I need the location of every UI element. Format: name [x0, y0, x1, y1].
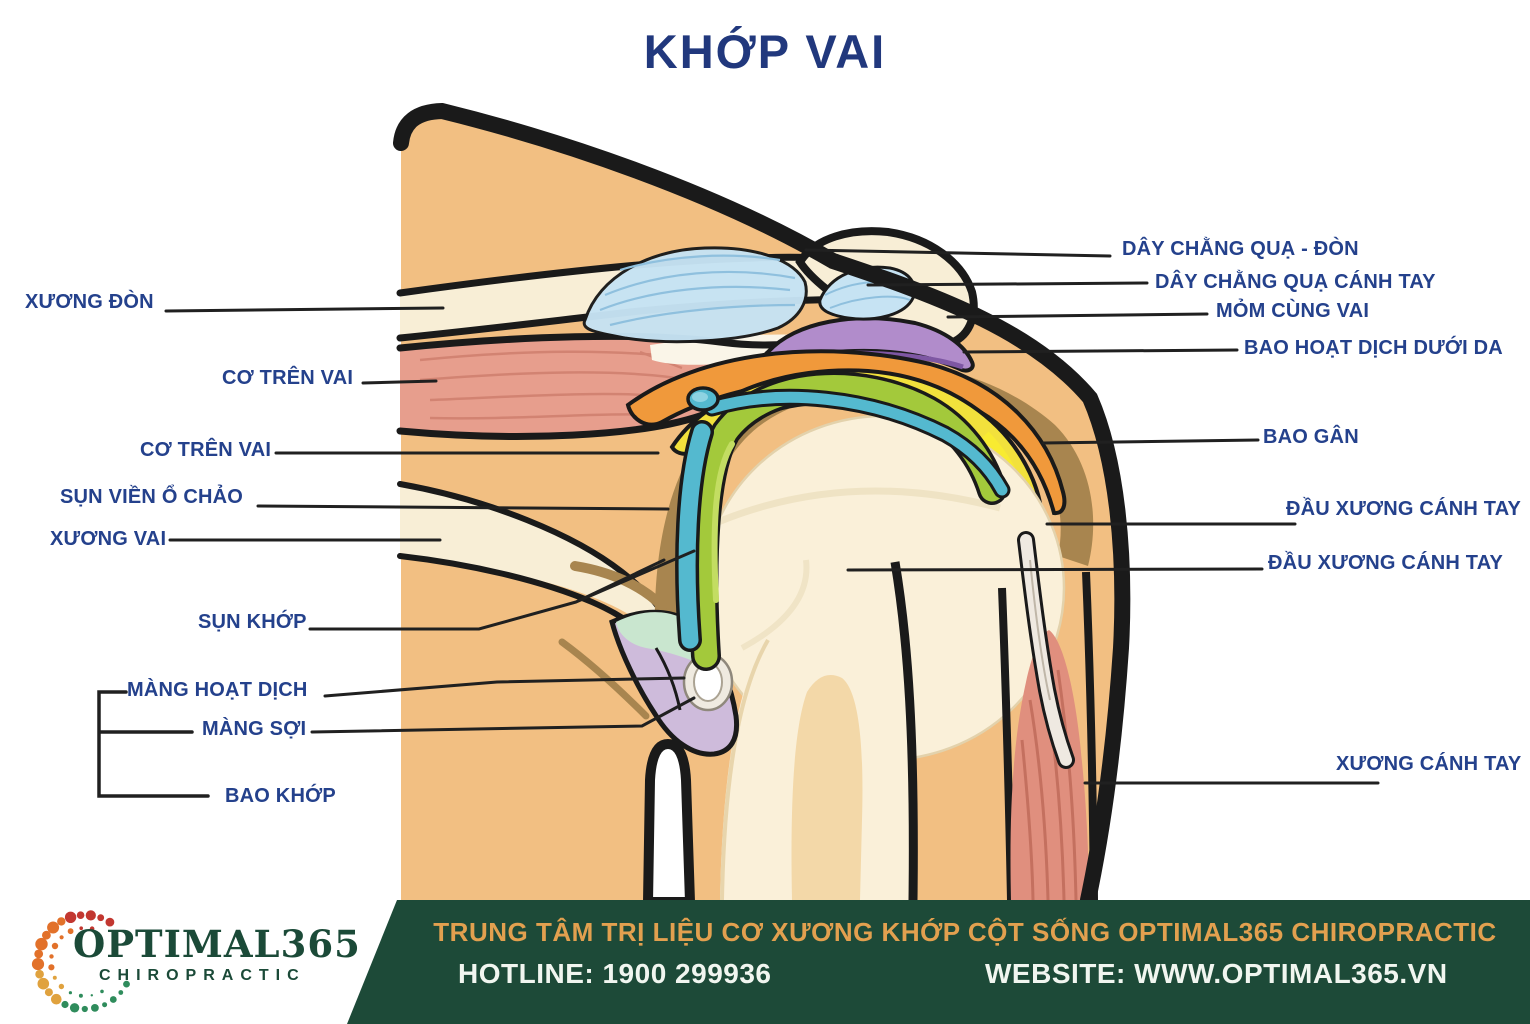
logo-swirl-icon [31, 910, 130, 1013]
shaft-right-outline [890, 561, 918, 901]
line-co-tren-vai-1 [361, 379, 438, 385]
logo-dot [118, 990, 124, 995]
label-xuong-canh-tay: XƯƠNG CÁNH TAY [1336, 753, 1522, 775]
biceps-tendon-line [1029, 559, 1051, 701]
label-xuong-don: XƯƠNG ĐÒN [25, 291, 154, 313]
logo-dot [42, 930, 51, 940]
optimal365-logo: OPTIMAL365 CHIROPRACTIC [0, 900, 380, 1024]
label-bao-gan: BAO GÂN [1263, 426, 1359, 448]
labrum-cap-highlight [692, 392, 708, 402]
logo-dot [67, 928, 74, 935]
logo-dot [35, 969, 44, 979]
labrum-teal-top [706, 391, 1008, 496]
logo-dot [49, 954, 54, 959]
logo-dot [52, 975, 57, 980]
shaft-left-edge [720, 638, 770, 901]
logo-dot [35, 937, 48, 951]
biceps-fibers [1020, 669, 1078, 901]
coracoclavicular-ligament [582, 246, 808, 344]
logo-dot [90, 994, 94, 997]
armpit-notch [642, 738, 696, 907]
logo-subtitle: CHIROPRACTIC [99, 967, 306, 984]
label-day-chang-qua-canh-tay: DÂY CHẰNG QUẠ CÁNH TAY [1155, 271, 1436, 293]
logo-dot [85, 910, 96, 921]
logo-dot [89, 926, 95, 931]
line-mom-cung-vai [946, 312, 1209, 319]
logo-dot [34, 949, 44, 959]
cartilage-green-highlight [711, 441, 735, 603]
head-crease [716, 487, 1001, 526]
label-xuong-vai: XƯƠNG VAI [50, 528, 167, 550]
body-outline [393, 102, 1131, 908]
label-sun-khop: SỤN KHỚP [198, 611, 307, 633]
label-mom-cung-vai: MỎM CÙNG VAI [1216, 300, 1370, 322]
logo-dot [47, 921, 60, 934]
biceps-left-outline [998, 587, 1015, 901]
logo-dot [51, 942, 59, 950]
logo-dot [102, 1002, 108, 1008]
logo-dot [59, 935, 64, 940]
logo-dot [31, 958, 45, 971]
line-day-chang-qua-canh-tay [866, 281, 1149, 287]
logo-dot [97, 914, 105, 922]
footer-green-band [347, 900, 1530, 1024]
pointer-lines [97, 248, 1380, 798]
label-mang-hoat-dich: MÀNG HOẠT DỊCH [127, 679, 308, 701]
line-bao-hoat-dich-duoi-da [962, 348, 1239, 354]
line-mang-soi [310, 696, 696, 734]
bracket-bao-khop [97, 690, 210, 798]
logo-dot [61, 1000, 69, 1009]
label-co-tren-vai-1: CƠ TRÊN VAI [222, 367, 354, 389]
logo-dot [100, 989, 104, 994]
line-sun-khop [308, 549, 696, 631]
labrum-teal-left [678, 423, 711, 649]
shaft-inner-band [791, 675, 863, 900]
line-day-chang-qua-don [804, 248, 1112, 258]
label-bao-khop: BAO KHỚP [225, 785, 336, 807]
logo-name: OPTIMAL365 [73, 922, 361, 966]
label-day-chang-qua-don: DÂY CHẰNG QUẠ - ĐÒN [1122, 238, 1359, 260]
line-xuong-don [164, 306, 445, 313]
line-dau-xuong-canh-tay-2 [846, 567, 1264, 572]
line-mang-hoat-dich [323, 676, 686, 698]
footer-tagline: TRUNG TÂM TRỊ LIỆU CƠ XƯƠNG KHỚP CỘT SỐN… [433, 917, 1497, 947]
logo-dot [79, 926, 83, 930]
label-dau-xuong-canh-tay-1: ĐẦU XƯƠNG CÁNH TAY [1286, 498, 1522, 520]
footer-hotline: HOTLINE: 1900 299936 [458, 958, 772, 989]
footer-website: WEBSITE: WWW.OPTIMAL365.VN [985, 958, 1448, 989]
logo-dot [69, 1003, 80, 1013]
logo-dot [109, 996, 117, 1003]
logo-dot [68, 991, 72, 995]
logo-dot [76, 911, 85, 919]
footer-banner: TRUNG TÂM TRỊ LIỆU CƠ XƯƠNG KHỚP CỘT SỐN… [0, 900, 1530, 1024]
line-sun-vien-o-chao [256, 504, 670, 511]
label-dau-xuong-canh-tay-2: ĐẦU XƯƠNG CÁNH TAY [1268, 552, 1504, 574]
logo-dot [51, 993, 62, 1005]
logo-dot [78, 993, 83, 998]
page-title: KHỚP VAI [643, 25, 887, 78]
label-bao-hoat-dich-duoi-da: BAO HOẠT DỊCH DƯỚI DA [1244, 337, 1503, 359]
label-sun-vien-o-chao: SỤN VIỀN Ổ CHẢO [60, 486, 244, 508]
label-co-tren-vai-2: CƠ TRÊN VAI [140, 439, 272, 461]
logo-dot [57, 917, 66, 926]
head-crease2 [740, 559, 810, 651]
logo-dot [58, 983, 65, 990]
logo-dot [91, 1004, 99, 1012]
logo-dot [48, 964, 55, 971]
logo-dot [44, 988, 53, 997]
logo-dot [64, 911, 77, 923]
line-bao-gan [1041, 438, 1260, 445]
logo-dot [105, 917, 115, 927]
logo-dot [81, 1005, 88, 1013]
logo-dot [123, 980, 130, 988]
label-mang-soi: MÀNG SỢI [202, 718, 307, 740]
logo-dot [37, 977, 50, 990]
